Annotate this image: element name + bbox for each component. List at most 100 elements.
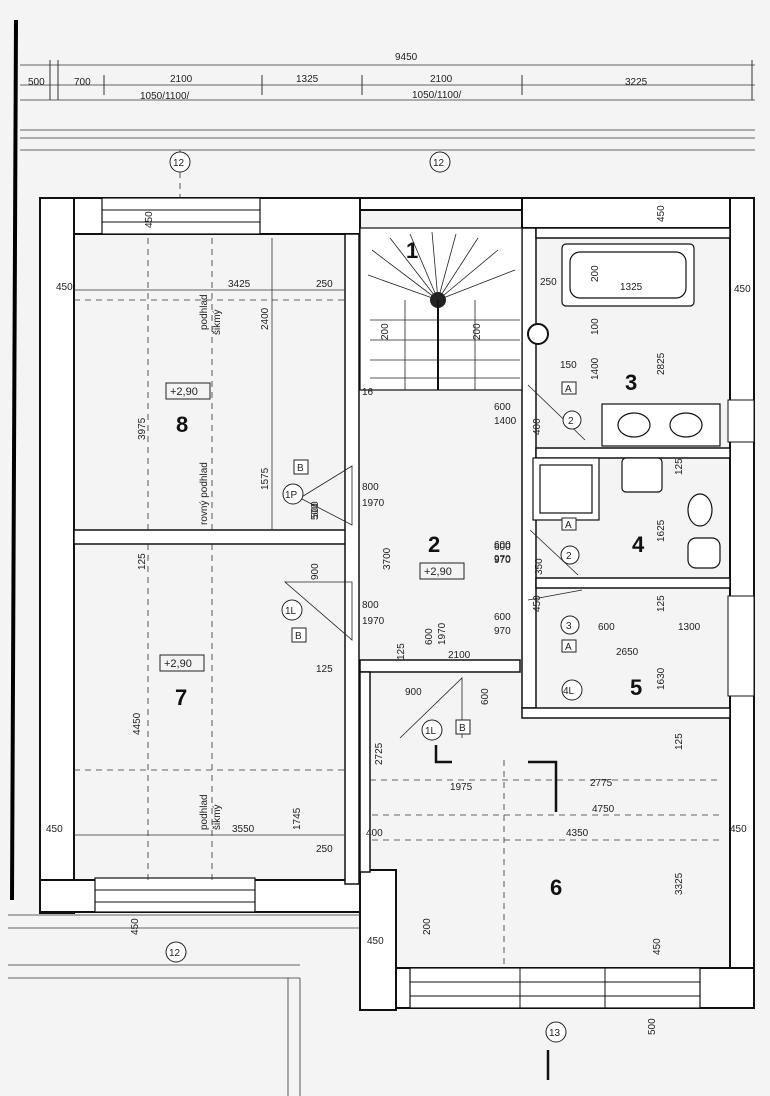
grid-marker-12-bottom	[165, 941, 187, 963]
svg-text:200: 200	[380, 323, 391, 340]
svg-text:4350: 4350	[566, 828, 589, 839]
svg-text:970: 970	[494, 554, 511, 565]
svg-text:1400: 1400	[590, 357, 601, 380]
svg-text:1630: 1630	[656, 667, 667, 690]
svg-text:13: 13	[549, 1028, 561, 1039]
svg-text:450: 450	[652, 938, 663, 955]
svg-text:2725: 2725	[374, 742, 385, 765]
svg-text:2775: 2775	[590, 778, 613, 789]
svg-text:600: 600	[494, 542, 511, 553]
svg-text:B: B	[459, 723, 466, 734]
svg-text:1300: 1300	[678, 622, 701, 633]
dashed-guides	[74, 238, 722, 968]
svg-text:970: 970	[494, 626, 511, 637]
svg-text:1975: 1975	[450, 782, 473, 793]
svg-text:500: 500	[647, 1018, 658, 1035]
svg-text:3: 3	[566, 621, 572, 632]
svg-text:125: 125	[674, 458, 685, 475]
ceiling-labels: podhlad šikmý rovný podhlad podhlad šikm…	[199, 294, 223, 830]
door-swings	[283, 384, 586, 739]
svg-text:1625: 1625	[656, 519, 667, 542]
svg-text:125: 125	[396, 643, 407, 660]
svg-text:125: 125	[316, 664, 333, 675]
svg-text:1970: 1970	[437, 622, 448, 645]
grid-axis-markers: 12 12 12 13	[165, 150, 567, 1043]
bidet	[687, 537, 721, 569]
door-tags: 1P 1L 1L 2 2 3 4L B B B A A A	[281, 381, 583, 741]
staircase: 16 200 200	[359, 227, 549, 398]
room-number-8: 8	[176, 412, 188, 437]
svg-text:12: 12	[169, 948, 181, 959]
level-markers: +2,90 +2,90 +2,90	[159, 382, 465, 672]
room-number-5: 5	[630, 675, 642, 700]
svg-text:150: 150	[560, 360, 577, 371]
svg-text:250: 250	[316, 279, 333, 290]
svg-text:3975: 3975	[137, 417, 148, 440]
svg-text:3425: 3425	[228, 279, 251, 290]
svg-text:šikmý: šikmý	[212, 804, 223, 830]
svg-text:B: B	[297, 463, 304, 474]
dims-room-3: 250 200 100 2825 150 1400 600 1400 450 1…	[494, 205, 667, 435]
room-numbers: 1 2 3 4 5 6 7 8	[175, 238, 645, 900]
svg-text:900: 900	[405, 687, 422, 698]
dim-seg-4: 1325	[296, 74, 319, 85]
dims-room-6: 2725 1975 2775 4750 4350 400 3325 450 45…	[366, 284, 751, 1035]
svg-text:4450: 4450	[132, 712, 143, 735]
dims-room-8: 3425 250 2400 3975 1575 450 450 500	[56, 211, 345, 530]
svg-text:450: 450	[730, 824, 747, 835]
dim-seg-3: 2100	[170, 74, 193, 85]
terrace-outline	[8, 914, 360, 1096]
dim-total: 9450	[395, 52, 418, 63]
windows	[94, 197, 755, 1009]
chimney	[527, 323, 549, 345]
svg-text:4L: 4L	[563, 686, 575, 697]
interior-walls	[73, 227, 731, 885]
svg-text:1L: 1L	[425, 726, 437, 737]
room-number-3: 3	[625, 370, 637, 395]
svg-text:1970: 1970	[362, 498, 385, 509]
svg-text:4750: 4750	[592, 804, 615, 815]
svg-text:450: 450	[656, 205, 667, 222]
svg-text:podhlad: podhlad	[199, 294, 210, 330]
top-dimension-chain: 9450 500 700 2100 1325 2100 3225 1050/11…	[20, 52, 755, 151]
svg-text:2650: 2650	[616, 647, 639, 658]
room-number-6: 6	[550, 875, 562, 900]
svg-text:rovný podhlad: rovný podhlad	[199, 462, 210, 525]
svg-text:450: 450	[46, 824, 63, 835]
svg-text:125: 125	[656, 595, 667, 612]
svg-text:2: 2	[566, 551, 572, 562]
svg-text:B: B	[295, 631, 302, 642]
svg-text:2400: 2400	[260, 307, 271, 330]
grid-marker-13-bottom	[545, 1021, 567, 1043]
svg-text:800: 800	[362, 482, 379, 493]
room-number-4: 4	[632, 532, 645, 557]
svg-text:3550: 3550	[232, 824, 255, 835]
svg-text:A: A	[565, 520, 572, 531]
svg-text:600: 600	[494, 540, 511, 551]
svg-text:600: 600	[424, 628, 435, 645]
svg-text:200: 200	[422, 918, 433, 935]
dims-room-5: 600 1300 2650 125 1630 450	[532, 595, 701, 690]
level-room-7: +2,90	[164, 658, 192, 670]
bathroom-fixtures	[532, 243, 721, 569]
svg-text:250: 250	[316, 844, 333, 855]
svg-text:2100: 2100	[448, 650, 471, 661]
svg-text:1325: 1325	[620, 282, 643, 293]
svg-text:125: 125	[674, 733, 685, 750]
svg-text:800: 800	[362, 600, 379, 611]
svg-text:450: 450	[130, 918, 141, 935]
svg-text:12: 12	[433, 158, 445, 169]
svg-text:400: 400	[532, 418, 543, 435]
svg-text:450: 450	[367, 936, 384, 947]
dim-sub-2: 1050/1100/	[412, 90, 462, 101]
svg-text:125: 125	[137, 553, 148, 570]
svg-text:1745: 1745	[292, 807, 303, 830]
svg-text:970: 970	[494, 555, 511, 566]
svg-text:450: 450	[532, 595, 543, 612]
svg-text:200: 200	[590, 265, 601, 282]
svg-text:16: 16	[362, 387, 374, 398]
dims-room-7: 4450 3550 1745 250 125 450 450	[46, 553, 345, 935]
svg-text:450: 450	[734, 284, 751, 295]
level-room-2: +2,90	[424, 566, 452, 578]
